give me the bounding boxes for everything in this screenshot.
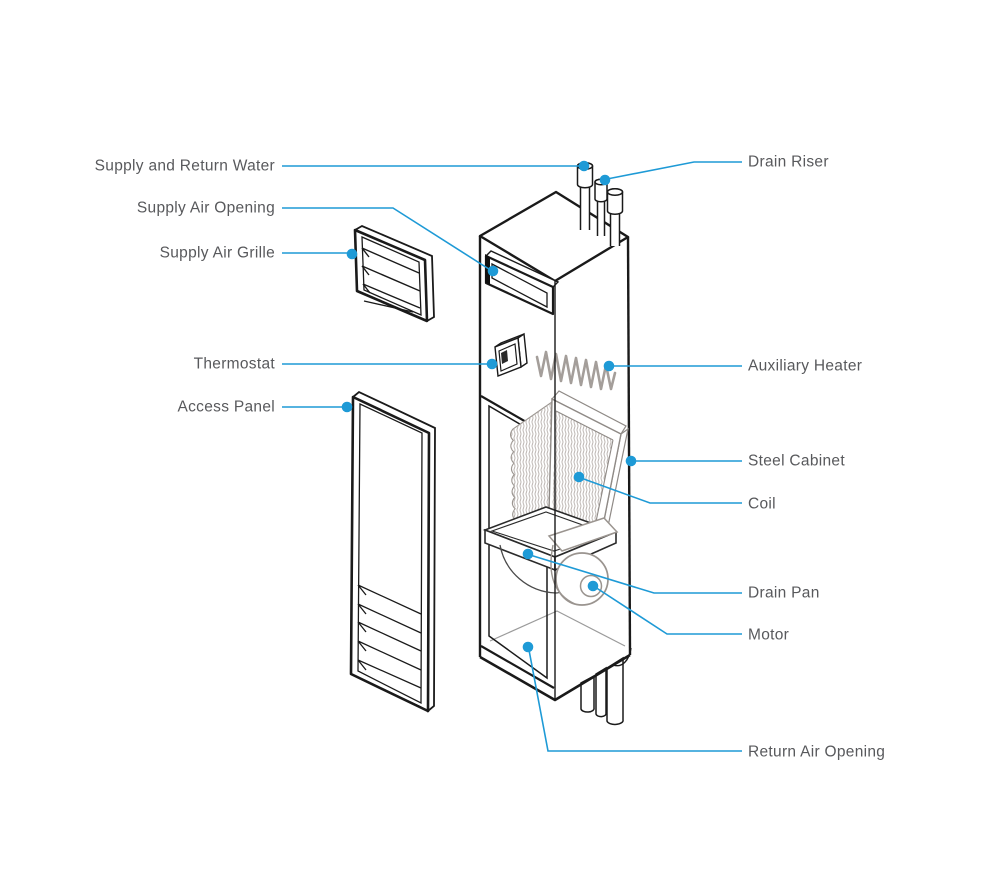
label-return-air-opening: Return Air Opening [748,743,886,761]
callout-dot [573,471,585,483]
leader-lines [282,161,742,752]
callout-dot [486,358,498,370]
callout-dots [341,160,637,653]
label-supply-air-opening: Supply Air Opening [136,199,275,217]
access-panel-part [349,390,436,713]
label-thermostat: Thermostat [193,355,275,373]
label-coil: Coil [748,495,776,513]
auxiliary-heater-element [535,350,617,391]
label-supply-and-return-water: Supply and Return Water [94,157,275,175]
label-auxiliary-heater: Auxiliary Heater [748,357,863,375]
callout-dot [487,265,499,277]
callout-dot [341,401,353,413]
label-access-panel: Access Panel [177,398,275,416]
label-drain-riser: Drain Riser [748,153,829,171]
supply-air-opening-collar [484,250,560,316]
callout-dot [587,580,599,592]
callout-dot [522,641,534,653]
label-drain-pan: Drain Pan [748,584,820,602]
callout-dot [603,360,615,372]
bottom-riser-pipes [580,647,632,726]
label-supply-air-grille: Supply Air Grille [159,244,275,262]
callout-dot [599,174,611,186]
thermostat-box [494,332,528,377]
interior-floor-lines [489,610,626,647]
label-motor: Motor [748,626,790,644]
blower-motor-part [547,517,619,606]
callout-dot [522,548,534,560]
callout-dot [346,248,358,260]
callout-dot [578,160,590,172]
callout-dot [625,455,637,467]
supply-air-grille-part [353,224,435,323]
label-steel-cabinet: Steel Cabinet [748,452,845,470]
